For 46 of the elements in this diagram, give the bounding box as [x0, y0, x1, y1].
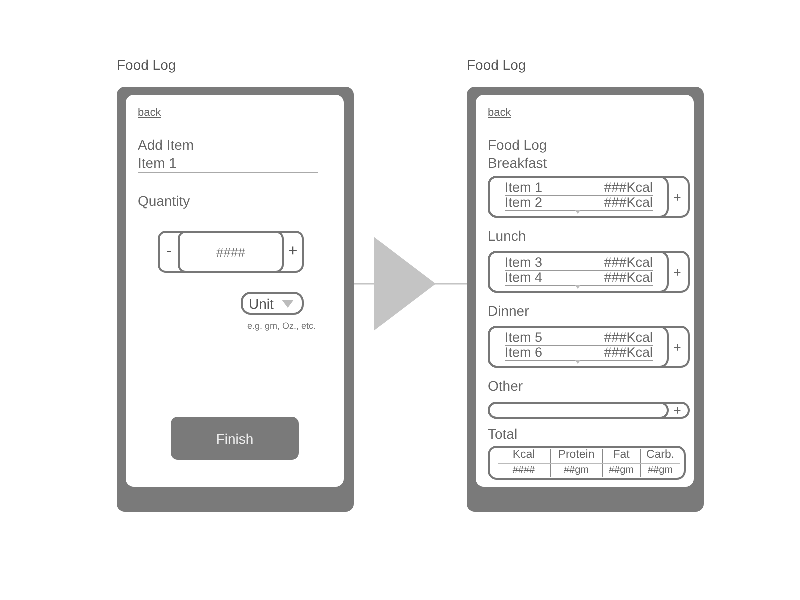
column-header: Carb. — [640, 449, 680, 464]
item-calories: ###Kcal — [604, 256, 653, 270]
item-name: Item 1 — [505, 181, 543, 195]
total-value: ##gm — [550, 464, 602, 477]
item-calories: ###Kcal — [604, 271, 653, 285]
section-label: Add Item — [138, 137, 194, 153]
item-name: Item 6 — [505, 346, 543, 360]
add-sign: + — [672, 188, 682, 206]
section-label: Other — [488, 378, 524, 394]
unit-dropdown: Unit — [241, 292, 304, 315]
column-header: Fat — [602, 449, 640, 464]
back-link: back — [138, 107, 162, 119]
item-calories: ###Kcal — [604, 346, 653, 360]
column-header: Kcal — [498, 449, 550, 464]
section-label: Breakfast — [488, 155, 548, 171]
column-header: Protein — [550, 449, 602, 464]
back-link: back — [488, 107, 512, 119]
section-label: Quantity — [138, 193, 190, 209]
item-input-text: Item 1 — [138, 155, 318, 173]
item-name: Item 4 — [505, 271, 543, 285]
totals-table — [488, 446, 686, 480]
screen-title: Food Log — [117, 57, 176, 73]
item-name: Item 5 — [505, 331, 543, 345]
quantity-field: #### — [178, 231, 284, 273]
item-calories: ###Kcal — [604, 331, 653, 345]
finish-button: Finish — [171, 417, 299, 460]
add-sign: + — [672, 264, 682, 282]
section-label: Lunch — [488, 228, 526, 244]
decrement-sign: - — [165, 243, 173, 261]
item-calories: ###Kcal — [604, 181, 653, 195]
section-label: Food Log — [488, 137, 548, 153]
hint-text: e.g. gm, Oz., etc. — [247, 321, 316, 331]
quantity-stepper — [158, 231, 304, 273]
item-name: Item 2 — [505, 196, 543, 210]
add-sign: + — [672, 404, 682, 417]
screen-title: Food Log — [467, 57, 526, 73]
add-sign: + — [672, 338, 682, 356]
flow-arrow — [354, 237, 467, 331]
increment-sign: + — [287, 243, 299, 261]
total-value: #### — [512, 464, 536, 477]
total-value: ##gm — [640, 464, 680, 477]
item-calories: ###Kcal — [604, 196, 653, 210]
total-value: ##gm — [602, 464, 640, 477]
section-label: Total — [488, 426, 518, 442]
item-name: Item 3 — [505, 256, 543, 270]
section-label: Dinner — [488, 303, 530, 319]
